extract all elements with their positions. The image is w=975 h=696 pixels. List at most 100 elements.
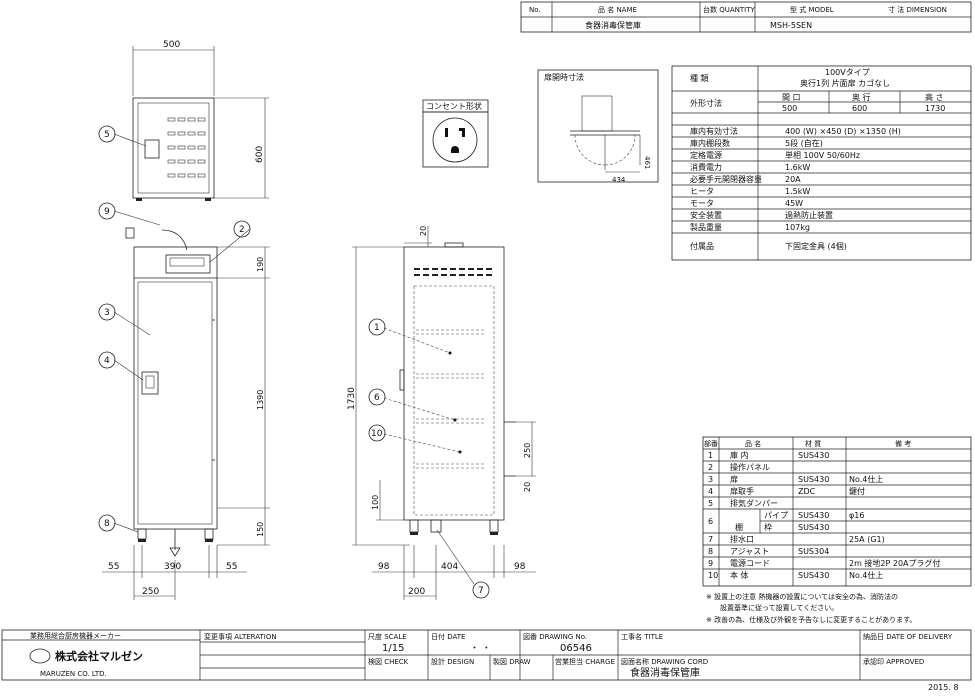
alteration-label: 変更事項 ALTERATION xyxy=(204,632,277,641)
vent-slot xyxy=(486,274,492,276)
spec-value: 5段 (自在) xyxy=(785,138,823,148)
balloons xyxy=(113,133,475,585)
parts-name: アジャスト xyxy=(730,547,769,556)
side-dim-20-top: 20 xyxy=(419,226,428,236)
vent-slot xyxy=(468,274,474,276)
vent-slot xyxy=(167,145,176,150)
company-name: 株式会社マルゼン xyxy=(55,649,143,663)
delivery-label: 納品日 DATE OF DELIVERY xyxy=(863,632,953,641)
vent-slot xyxy=(197,131,206,136)
date-label: 日付 DATE xyxy=(431,632,465,641)
vent-slot xyxy=(468,268,474,270)
side-dim-20-bottom: 20 xyxy=(523,482,532,492)
parts-header: 備 考 xyxy=(895,439,911,448)
spec-label: 必要手元開閉器容量 xyxy=(690,174,762,184)
parts-no: 10 xyxy=(708,571,718,580)
parts-name: パイプ xyxy=(764,511,788,520)
spec-label: 安全装置 xyxy=(690,210,722,220)
parts-name: 排気ダンパー xyxy=(730,498,778,508)
parts-no: 9 xyxy=(708,559,713,568)
spec-value: 奥行1列 片面扉 カゴなし xyxy=(800,78,890,88)
parts-name: 棚 xyxy=(735,522,743,532)
parts-material: SUS304 xyxy=(798,547,829,556)
spec-label: 消費電力 xyxy=(690,162,722,172)
vent-slot xyxy=(177,145,186,150)
header-model-label: 型 式 MODEL xyxy=(790,5,834,14)
top-depth-dim: 600 xyxy=(255,146,265,163)
vent-slot xyxy=(432,268,438,270)
header-dim-label: 寸 法 DIMENSION xyxy=(888,5,947,14)
header-name-value: 食器消毒保管庫 xyxy=(585,20,641,30)
front-dim-55-left: 55 xyxy=(108,562,119,572)
spec-value: 単相 100V 50/60Hz xyxy=(785,150,860,160)
top-view: 500 600 xyxy=(132,40,269,201)
balloon-label: 3 xyxy=(104,308,110,318)
vent-slot xyxy=(177,159,186,164)
side-dim-100: 100 xyxy=(371,495,380,510)
parts-no: 4 xyxy=(708,487,713,496)
side-dim-98-left: 98 xyxy=(378,562,390,572)
side-dim-200: 200 xyxy=(408,587,425,597)
note-line-1: ※ 設置上の注意 熱機器の設置については安全の為、消防法の xyxy=(706,592,898,601)
spec-label: 庫内棚段数 xyxy=(690,138,730,148)
top-width-dim: 500 xyxy=(163,40,180,50)
parts-name: 本 体 xyxy=(730,570,749,580)
spec-value: 過熱防止装置 xyxy=(785,210,833,220)
parts-remark: No.4仕上 xyxy=(849,570,883,580)
vent-slot xyxy=(187,173,196,178)
vent-slot xyxy=(441,274,447,276)
vent-slot xyxy=(432,274,438,276)
parts-material: ZDC xyxy=(798,487,816,496)
parts-name: 扉 xyxy=(730,474,738,484)
vent-slot xyxy=(414,268,420,270)
side-view xyxy=(399,242,516,535)
parts-name: 庫 内 xyxy=(730,450,749,460)
vent-slot xyxy=(459,274,465,276)
spec-value: 107kg xyxy=(785,223,810,232)
balloon-1 xyxy=(368,318,386,336)
vent-slot xyxy=(450,274,456,276)
parts-no: 7 xyxy=(708,535,713,544)
note-line-3: ※ 改善の為、仕様及び外観を予告なしに変更することがあります。 xyxy=(706,615,916,624)
spec-label: 製品重量 xyxy=(690,222,722,232)
front-dim-55-right: 55 xyxy=(226,562,237,572)
side-dim-404: 404 xyxy=(441,562,458,572)
balloon-7 xyxy=(472,581,490,599)
balloon-label: 1 xyxy=(374,323,380,333)
balloon-label: 9 xyxy=(104,207,110,217)
header-no-label: No. xyxy=(529,6,541,14)
vent-slot xyxy=(167,117,176,122)
vent-slot xyxy=(187,131,196,136)
outer-header: 奥 行 xyxy=(852,92,871,102)
parts-table xyxy=(702,436,972,587)
outlet-detail: コンセント形状 xyxy=(422,99,489,168)
vent-slot xyxy=(423,274,429,276)
balloon-label: 4 xyxy=(104,356,110,366)
spec-label: モータ xyxy=(690,199,714,208)
balloon-8 xyxy=(98,514,116,532)
vent-slot xyxy=(197,159,206,164)
front-view xyxy=(125,227,218,557)
spec-label: ヒータ xyxy=(690,187,714,196)
front-dim-190: 190 xyxy=(256,257,265,272)
vent-slot xyxy=(414,274,420,276)
spec-label: 庫内有効寸法 xyxy=(690,126,738,136)
spec-label: 外形寸法 xyxy=(690,98,722,108)
balloon-label: 10 xyxy=(371,429,383,439)
door-swing-dim-461: 461 xyxy=(643,156,651,169)
spec-table xyxy=(671,65,972,261)
cord-value: 食器消毒保管庫 xyxy=(630,666,700,679)
scale-label: 尺度 SCALE xyxy=(368,632,407,641)
parts-header: 材 質 xyxy=(805,439,821,448)
header-table: No. 品 名 NAME 台数 QUANTITY 型 式 MODEL 寸 法 D… xyxy=(520,1,972,33)
parts-no: 8 xyxy=(708,547,713,556)
balloon-4 xyxy=(98,351,116,369)
parts-remark: φ16 xyxy=(849,511,864,520)
parts-remark: 鍵付 xyxy=(849,486,865,496)
vent-slot xyxy=(187,159,196,164)
vent-slot xyxy=(477,274,483,276)
issue-date: 2015. 8 xyxy=(928,683,959,692)
